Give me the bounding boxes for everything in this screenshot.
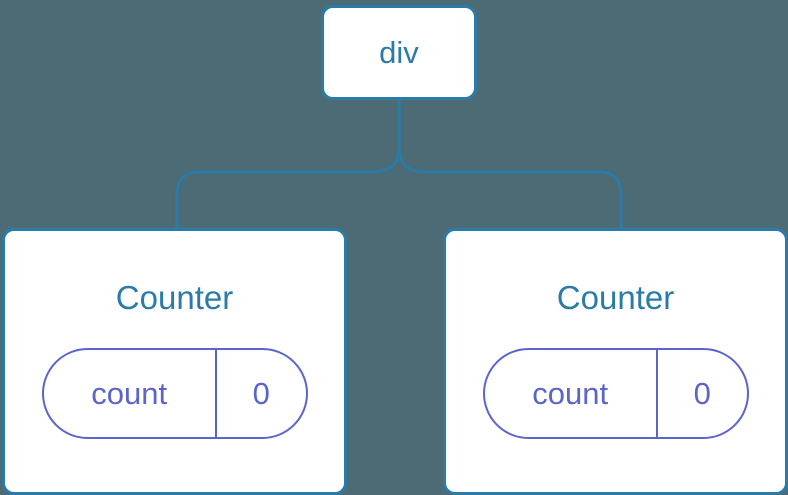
node-counter-1-label: Counter xyxy=(115,279,234,316)
connector-branch-right xyxy=(397,145,623,230)
state-key-cell-2: count xyxy=(485,350,658,437)
node-counter-1[interactable]: Counter count 0 xyxy=(2,228,347,495)
state-value-cell-2: 0 xyxy=(658,350,747,437)
state-pill-counter-2[interactable]: count 0 xyxy=(482,348,749,439)
node-div[interactable]: div xyxy=(321,5,477,100)
state-value-label-2: 0 xyxy=(693,376,711,411)
node-counter-2[interactable]: Counter count 0 xyxy=(443,228,788,495)
node-counter-2-label: Counter xyxy=(556,279,675,316)
state-key-cell-1: count xyxy=(44,350,217,437)
state-key-label-2: count xyxy=(532,376,609,411)
state-value-cell-1: 0 xyxy=(217,350,306,437)
connector-branch-left xyxy=(175,145,401,230)
state-pill-counter-1[interactable]: count 0 xyxy=(41,348,308,439)
state-value-label-1: 0 xyxy=(252,376,270,411)
node-div-label: div xyxy=(379,35,419,70)
state-key-label-1: count xyxy=(91,376,168,411)
